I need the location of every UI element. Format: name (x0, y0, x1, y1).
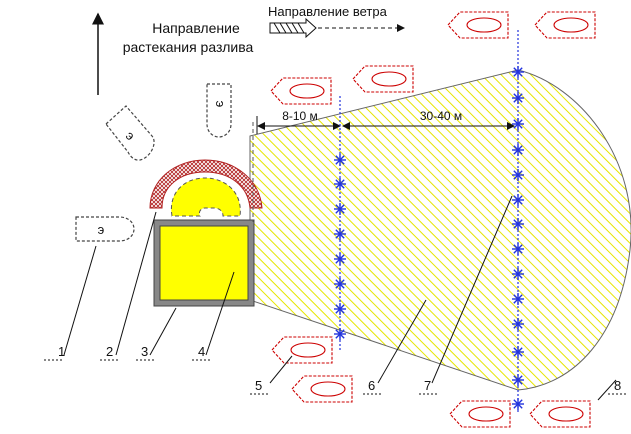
vehicle-label: э (98, 222, 105, 237)
boom-float-marker (334, 228, 346, 240)
callout-6: 6 (363, 378, 383, 395)
boom-float-marker (334, 328, 346, 340)
dimension-far: 30-40 м (342, 109, 515, 130)
spill-direction-label-2: растекания разлива (123, 39, 254, 55)
spill-direction-label-1: Направление (152, 20, 240, 36)
svg-text:4: 4 (198, 344, 205, 359)
boom-float-marker (334, 154, 346, 166)
dimension-near: 8-10 м (256, 109, 341, 134)
svg-text:1: 1 (58, 344, 65, 359)
callout-4: 4 (192, 344, 212, 361)
callout-leaders (63, 195, 617, 401)
boom-float-marker (512, 66, 524, 78)
spilled-product (159, 225, 249, 301)
boom-float-marker (512, 144, 524, 156)
boom-float-marker (512, 346, 524, 358)
vehicle-label: э (213, 101, 228, 108)
boom-float-marker (512, 293, 524, 305)
callout-3: 3 (136, 344, 156, 361)
svg-text:2: 2 (106, 344, 113, 359)
boat (291, 375, 353, 403)
boom-line-far (512, 30, 524, 412)
distance-near-label: 8-10 м (282, 109, 318, 123)
callout-5: 5 (250, 378, 270, 395)
boom-float-marker (512, 268, 524, 280)
boom-float-marker (334, 178, 346, 190)
emergency-vehicle-3: э (75, 216, 135, 242)
boom-float-marker (512, 169, 524, 181)
svg-text:8: 8 (614, 378, 621, 393)
boat (270, 77, 332, 105)
boom-float-marker (512, 92, 524, 104)
callout-1: 1 (44, 344, 65, 361)
svg-text:5: 5 (255, 378, 262, 393)
boom-float-marker (512, 398, 524, 410)
boom-float-marker (334, 203, 346, 215)
svg-text:6: 6 (368, 378, 375, 393)
svg-text:7: 7 (424, 378, 431, 393)
callout-2: 2 (100, 344, 120, 361)
boom-float-marker (334, 253, 346, 265)
boom-float-marker (512, 218, 524, 230)
callout-7: 7 (419, 378, 439, 395)
boat (447, 11, 509, 39)
boom-float-marker (512, 118, 524, 130)
boat (352, 65, 414, 93)
boom-float-marker (512, 374, 524, 386)
spill-spread-zone (249, 69, 631, 391)
boat (534, 11, 596, 39)
emergency-vehicle-1: э (105, 105, 155, 161)
boom-float-marker (512, 194, 524, 206)
wind-direction-arrow (269, 17, 405, 39)
boom-line-near (334, 96, 346, 350)
distance-far-label: 30-40 м (420, 109, 462, 123)
spill-source-upper (170, 177, 241, 217)
boom-float-marker (512, 243, 524, 255)
wind-direction-label: Направление ветра (268, 4, 388, 19)
boats-group (270, 11, 596, 428)
boom-float-marker (334, 278, 346, 290)
svg-text:3: 3 (141, 344, 148, 359)
bund-wall (153, 219, 255, 307)
boom-float-marker (512, 318, 524, 330)
callout-8: 8 (608, 378, 628, 395)
emergency-vehicle-2: э (206, 83, 232, 138)
boat (529, 400, 591, 428)
boom-float-marker (334, 303, 346, 315)
protective-screen (149, 159, 263, 209)
boat (449, 400, 511, 428)
boat (271, 336, 333, 364)
